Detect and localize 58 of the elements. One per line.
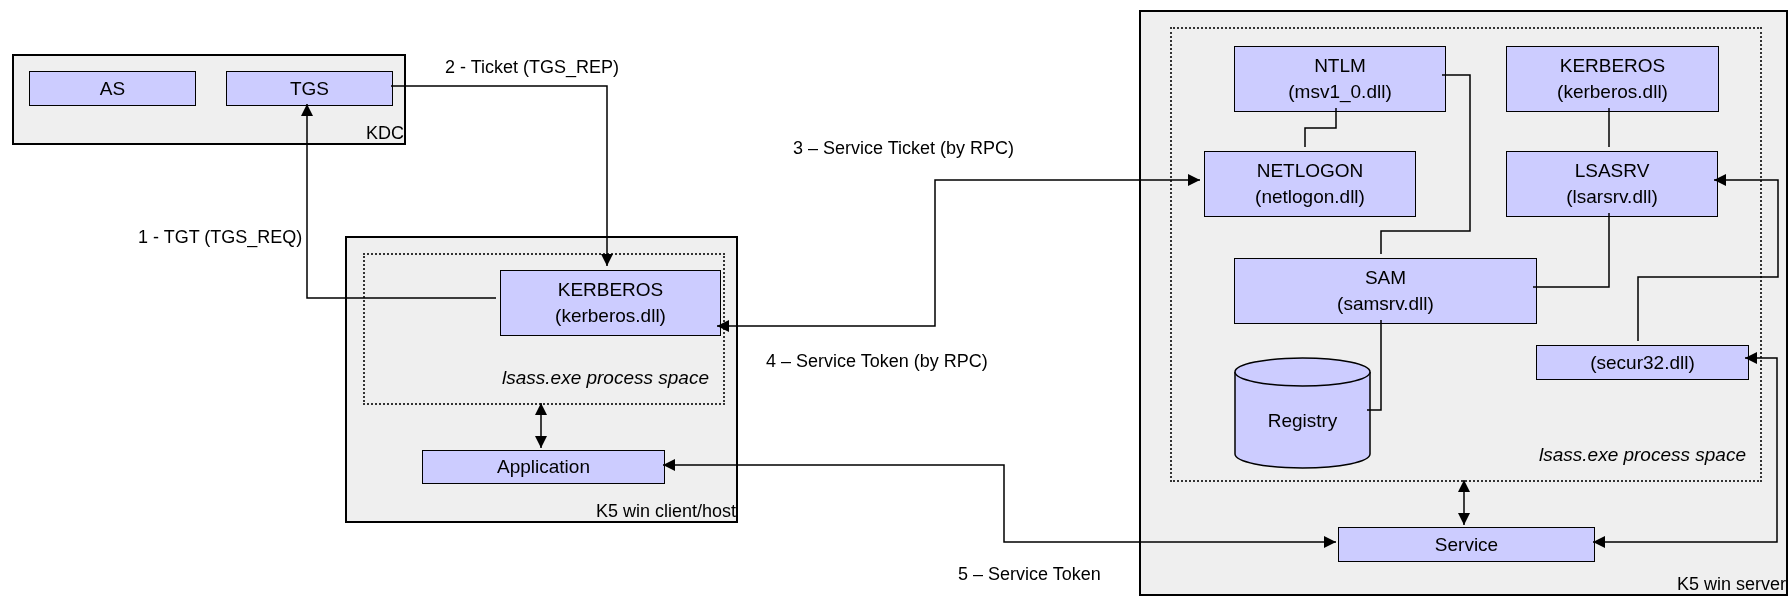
connector-line: [1380, 74, 1471, 255]
component-name: KERBEROS: [1559, 54, 1666, 78]
connector-arrow: [1637, 174, 1779, 342]
component-name: KERBEROS: [557, 278, 664, 302]
edge-label: 2 - Ticket (TGS_REP): [445, 56, 620, 78]
component-name: Application: [497, 455, 590, 479]
container-label: K5 win server: [1676, 574, 1786, 594]
region-label: lsass.exe process space: [1539, 444, 1746, 466]
component-box: [1506, 46, 1719, 112]
dll-name: (netlogon.dll): [1255, 185, 1365, 209]
connector-line: [1366, 319, 1382, 411]
connector-arrow: [1592, 352, 1778, 548]
component-box: [500, 270, 721, 336]
edge-label: 1 - TGT (TGS_REQ): [138, 226, 303, 248]
dll-name: (msv1_0.dll): [1288, 80, 1392, 105]
component-name: SAM: [1364, 266, 1407, 290]
component-box: [1536, 345, 1749, 380]
component-name: LSASRV: [1574, 159, 1650, 183]
connector-line: [1304, 107, 1337, 148]
dll-name: (kerberos.dll): [1557, 80, 1668, 104]
connector-line: [1532, 212, 1610, 288]
component-box: [1234, 46, 1446, 112]
component-name: Service: [1434, 532, 1499, 557]
component-name: NTLM: [1314, 54, 1366, 78]
process-space-region: [363, 253, 725, 405]
component-name: AS: [99, 76, 126, 101]
component-box: [226, 71, 393, 106]
component-name: (secur32.dll): [1590, 350, 1695, 375]
component-box: [1204, 151, 1416, 217]
component-box: [1506, 151, 1718, 217]
component-box: [1338, 527, 1595, 562]
connector-arrow: [301, 103, 497, 299]
component-name: NETLOGON: [1256, 159, 1364, 183]
connector-arrow: [716, 174, 1201, 332]
host-container: [345, 236, 738, 523]
component-name: TGS: [289, 76, 330, 101]
host-container: [12, 54, 406, 145]
component-box: [422, 450, 665, 484]
host-container: [1139, 10, 1788, 596]
process-space-region: [1170, 27, 1762, 482]
connector-arrow: [390, 85, 613, 267]
container-label: K5 win client/host: [595, 501, 736, 521]
component-box: [29, 71, 196, 106]
region-label: lsass.exe process space: [502, 367, 709, 389]
dll-name: (lsarsrv.dll): [1566, 185, 1658, 209]
connector-line: [1608, 107, 1610, 148]
dll-name: (samsrv.dll): [1337, 292, 1434, 316]
message-label: 4 – Service Token (by RPC): [766, 350, 988, 372]
component-name: Registry: [1267, 409, 1338, 433]
connector-arrow: [662, 459, 1337, 548]
edge-label: 3 – Service Ticket (by RPC): [793, 137, 1015, 159]
dll-name: (kerberos.dll): [555, 304, 666, 328]
edge-label: 5 – Service Token: [958, 563, 1101, 585]
connector-arrow: [1458, 479, 1470, 526]
connector-arrow: [535, 402, 547, 449]
component-box: [1234, 258, 1537, 324]
container-label: KDC: [366, 123, 404, 143]
database-cylinder: [1234, 357, 1371, 469]
